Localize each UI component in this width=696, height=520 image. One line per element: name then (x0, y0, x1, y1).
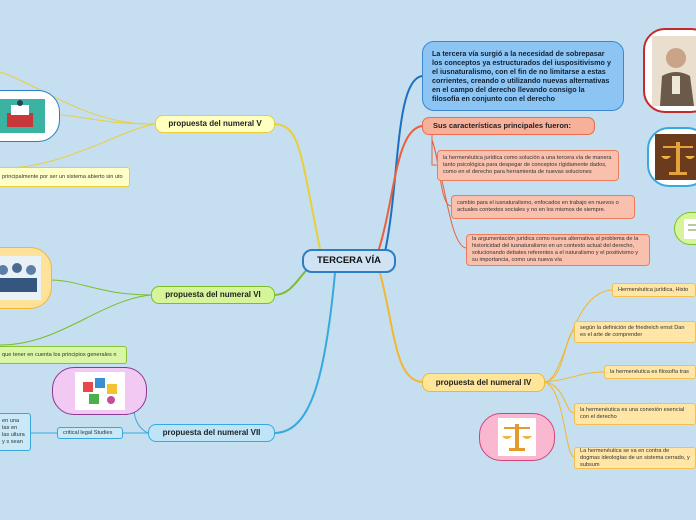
numeral-vii-leaf[interactable]: en una tas en las ultura y s sean (0, 413, 31, 451)
leaf-text: principalmente por ser un sistema abiert… (2, 173, 123, 180)
numeral-iv-leaf-4[interactable]: la hermenéutica es una conexión esencial… (574, 403, 696, 425)
leaf-text: que tener en cuenta los principios gener… (2, 351, 117, 358)
numeral-vi-label: propuesta del numeral VI (165, 290, 261, 299)
leaf-text: Hermenéutica jurídica, Histo (618, 286, 689, 293)
person-portrait-icon (652, 35, 696, 106)
leaf-text: según la definición de friedreich ernst … (580, 325, 685, 338)
leaf-text: en una tas en las ultura y s sean (2, 418, 25, 445)
document-icon (684, 218, 696, 239)
numeral-vi-leaf[interactable]: que tener en cuenta los principios gener… (0, 346, 127, 364)
leaf-text: La hermenéutica se va en contra de dogma… (580, 447, 690, 468)
people-meeting-icon (0, 256, 41, 300)
characteristic-item-3[interactable]: la argumentación jurídica como nueva alt… (466, 234, 650, 266)
scale-of-justice-icon (655, 134, 696, 180)
ballot-box-icon (0, 99, 45, 133)
intro-text: La tercera vía surgió a la necesidad de … (432, 49, 611, 103)
central-topic-label: TERCERA VÍA (316, 255, 382, 267)
central-topic[interactable]: TERCERA VÍA (302, 249, 396, 273)
characteristic-item-text: la hermenéutica jurídica como solución a… (443, 155, 612, 175)
characteristics-heading-label: Sus características principales fueron: (433, 121, 571, 131)
balance-image (479, 413, 555, 461)
balance-scale-icon (498, 418, 536, 456)
leaf-text: la hermenéutica es una conexión esencial… (580, 407, 685, 420)
numeral-vii-label: propuesta del numeral VII (162, 428, 261, 437)
numeral-vi-topic[interactable]: propuesta del numeral VI (151, 286, 275, 304)
meeting-image (0, 247, 52, 309)
numeral-vii-sub[interactable]: critical legal Studies (57, 427, 123, 439)
numeral-vii-topic[interactable]: propuesta del numeral VII (148, 424, 275, 442)
green-image (674, 212, 696, 245)
numeral-iv-leaf-3[interactable]: la hermenéutica es filosofía tras (604, 365, 696, 379)
voting-image (0, 90, 60, 142)
numeral-v-leaf[interactable]: principalmente por ser un sistema abiert… (0, 167, 130, 187)
portrait-image (643, 28, 696, 113)
characteristic-item-2[interactable]: cambio para el iusnaturalismo, enfocados… (451, 195, 635, 219)
intro-topic[interactable]: La tercera vía surgió a la necesidad de … (422, 41, 624, 111)
numeral-v-topic[interactable]: propuesta del numeral V (155, 115, 275, 133)
numeral-iv-leaf-2[interactable]: según la definición de friedreich ernst … (574, 321, 696, 343)
characteristic-item-text: cambio para el iusnaturalismo, enfocados… (457, 200, 619, 213)
characteristic-item-text: la argumentación jurídica como nueva alt… (472, 236, 639, 263)
puzzle-image (52, 367, 147, 415)
leaf-text: la hermenéutica es filosofía tras (610, 368, 689, 375)
numeral-iv-leaf-1[interactable]: Hermenéutica jurídica, Histo (612, 283, 696, 297)
puzzle-pieces-icon (74, 372, 125, 410)
justice-scale-image (647, 127, 696, 187)
characteristics-heading[interactable]: Sus características principales fueron: (422, 117, 595, 135)
numeral-iv-label: propuesta del numeral IV (435, 377, 532, 387)
leaf-text: critical legal Studies (63, 429, 113, 436)
characteristic-item-1[interactable]: la hermenéutica jurídica como solución a… (437, 150, 619, 181)
numeral-iv-leaf-5[interactable]: La hermenéutica se va en contra de dogma… (574, 447, 696, 469)
numeral-iv-topic[interactable]: propuesta del numeral IV (422, 373, 545, 392)
numeral-v-label: propuesta del numeral V (168, 119, 262, 128)
